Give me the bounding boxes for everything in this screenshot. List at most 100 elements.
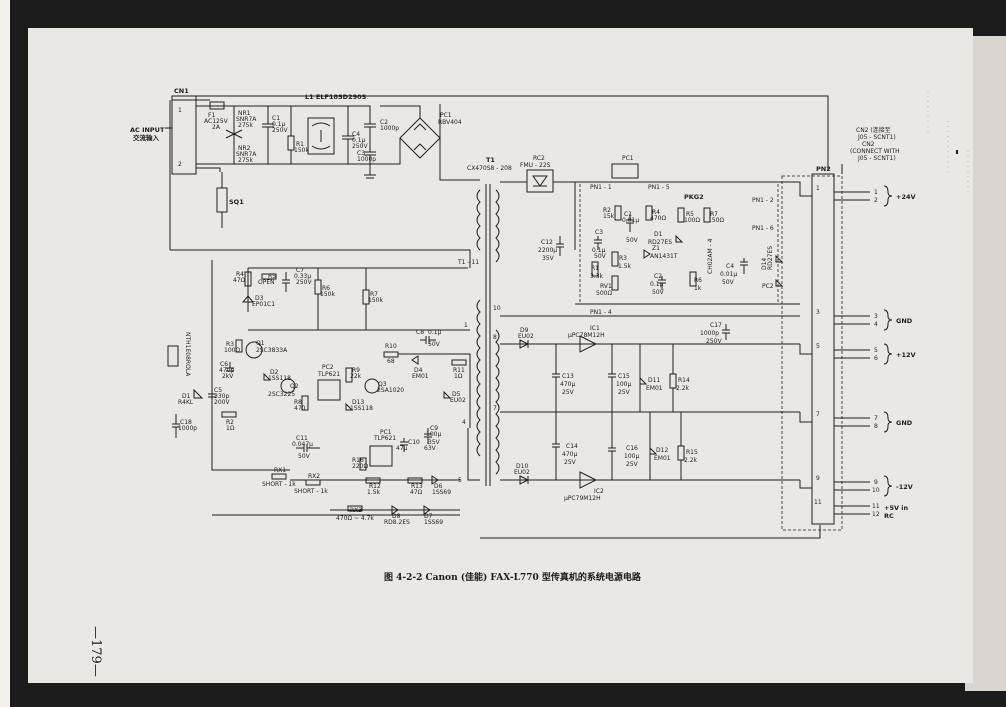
svg-text:10: 10	[493, 305, 501, 312]
ac-input-label-cn: 交流输入	[133, 133, 160, 142]
svg-text:C3: C3	[357, 150, 365, 157]
svg-text:D3: D3	[255, 295, 264, 302]
svg-text:F1: F1	[208, 112, 215, 119]
svg-text:0.01μ: 0.01μ	[720, 271, 737, 278]
svg-text:C2: C2	[380, 119, 388, 126]
svg-text:250V: 250V	[352, 143, 368, 150]
output-minus-12v: -12V	[896, 483, 913, 491]
transistor-q2	[280, 378, 296, 394]
svg-text:D13: D13	[352, 399, 364, 406]
svg-text:1000p: 1000p	[700, 330, 719, 337]
svg-text:μPC78M12H: μPC78M12H	[568, 332, 605, 339]
svg-text:R12: R12	[369, 483, 381, 490]
svg-text:R4KL: R4KL	[178, 399, 194, 406]
svg-text:RX1: RX1	[274, 467, 286, 474]
svg-text:AN1431T: AN1431T	[650, 253, 678, 260]
svg-text:9: 9	[874, 479, 878, 486]
sq1-element	[216, 187, 228, 213]
svg-text:EU02: EU02	[518, 333, 534, 340]
svg-text:C7: C7	[296, 267, 304, 274]
output-5v-in: +5V in	[884, 504, 908, 512]
svg-text:1SS118: 1SS118	[268, 375, 291, 382]
output-24v: +24V	[896, 193, 916, 201]
svg-text:R3: R3	[226, 341, 234, 348]
transformer-t1: T1 CX470S8 - 208 T1 - 11 1 10 8 7 5 4 RC…	[457, 155, 576, 486]
svg-text:D1: D1	[654, 231, 663, 238]
ac-input-label: AC INPUT	[130, 126, 165, 134]
svg-text:275k: 275k	[238, 157, 253, 164]
svg-text:(CONNECT WITH: (CONNECT WITH	[850, 148, 900, 155]
svg-text:2.2k: 2.2k	[676, 385, 690, 392]
svg-text:C18: C18	[180, 419, 192, 426]
svg-text:150Ω: 150Ω	[708, 217, 724, 224]
svg-text:EU02: EU02	[514, 469, 530, 476]
svg-text:1SS69: 1SS69	[432, 489, 451, 496]
svg-text:PKG2: PKG2	[684, 193, 704, 201]
svg-text:RBV404: RBV404	[438, 119, 462, 126]
svg-text:5: 5	[874, 347, 878, 354]
transistor-q3	[364, 378, 380, 394]
svg-text:SHORT - 1k: SHORT - 1k	[262, 481, 296, 488]
svg-text:D8: D8	[392, 513, 401, 520]
svg-text:2SC3225: 2SC3225	[268, 391, 295, 398]
pn2-body	[811, 173, 835, 525]
svg-text:50V: 50V	[652, 289, 665, 296]
svg-text:PC2: PC2	[322, 364, 334, 371]
primary-control: R4 47Ω R5 OPEN C7 0.33μ 250V D3 EP01C1 R…	[167, 267, 480, 526]
svg-text:8: 8	[493, 334, 497, 341]
svg-text:22k: 22k	[350, 373, 362, 380]
svg-text:· · · · · · · · ·: · · · · · · · · ·	[963, 150, 972, 193]
svg-text:C10: C10	[408, 439, 420, 446]
svg-text:RD27ES: RD27ES	[767, 246, 774, 270]
svg-text:R6: R6	[694, 277, 702, 284]
svg-text:50V: 50V	[722, 279, 735, 286]
svg-text:NR1: NR1	[238, 110, 251, 117]
svg-text:0.1μ: 0.1μ	[650, 281, 664, 288]
svg-text:R5: R5	[268, 273, 276, 280]
secondary-regulators: D9 EU02 IC1 μPC78M12H C13 470μ 25V C15 1…	[500, 325, 812, 502]
svg-text:1: 1	[874, 189, 878, 196]
svg-text:4: 4	[462, 419, 466, 426]
svg-text:25V: 25V	[564, 459, 577, 466]
svg-text:PN1 - 6: PN1 - 6	[752, 225, 774, 232]
svg-text:Z1: Z1	[652, 245, 660, 252]
ink-dot	[956, 150, 958, 154]
svg-text:150k: 150k	[320, 291, 335, 298]
svg-text:R7: R7	[710, 211, 718, 218]
svg-text:J05 - SCNT1): J05 - SCNT1)	[857, 134, 896, 141]
svg-text:50V: 50V	[428, 341, 441, 348]
svg-text:220Ω: 220Ω	[352, 463, 368, 470]
svg-text:D7: D7	[424, 513, 433, 520]
svg-text:1: 1	[464, 322, 468, 329]
svg-text:PC1: PC1	[622, 155, 634, 162]
svg-text:C5: C5	[214, 387, 222, 394]
fuse-f1	[209, 101, 225, 110]
svg-text:150k: 150k	[368, 297, 383, 304]
svg-text:Q3: Q3	[378, 381, 387, 388]
svg-text:C1: C1	[272, 115, 280, 122]
bridge-rectifier	[399, 117, 441, 159]
svg-text:1.5k: 1.5k	[618, 263, 632, 270]
svg-text:R8: R8	[294, 399, 302, 406]
svg-text:R15: R15	[686, 449, 698, 456]
pc1-feedback-opto	[611, 163, 639, 179]
svg-text:SNR7A: SNR7A	[236, 116, 257, 123]
svg-text:CN2: CN2	[862, 141, 875, 148]
svg-text:R3: R3	[619, 255, 627, 262]
svg-text:3: 3	[816, 309, 820, 316]
svg-text:63V: 63V	[424, 445, 437, 452]
svg-text:0.33μ: 0.33μ	[294, 273, 311, 280]
svg-text:R1: R1	[296, 141, 304, 148]
svg-text:R14: R14	[678, 377, 690, 384]
svg-text:35V: 35V	[428, 439, 441, 446]
bleed-through: · · · · · · · · · · · · · · · · · · · · …	[923, 90, 972, 193]
svg-text:PC2: PC2	[762, 283, 774, 290]
cn1-pin-2: 2	[178, 161, 182, 168]
svg-text:OPEN: OPEN	[258, 279, 275, 286]
svg-text:NR2: NR2	[238, 145, 251, 152]
svg-text:100μ: 100μ	[624, 453, 639, 460]
svg-text:2kV: 2kV	[222, 373, 234, 380]
svg-text:1SS69: 1SS69	[424, 519, 443, 526]
svg-text:PN1 - 4: PN1 - 4	[590, 309, 612, 316]
svg-text:0.1μ: 0.1μ	[272, 121, 286, 128]
